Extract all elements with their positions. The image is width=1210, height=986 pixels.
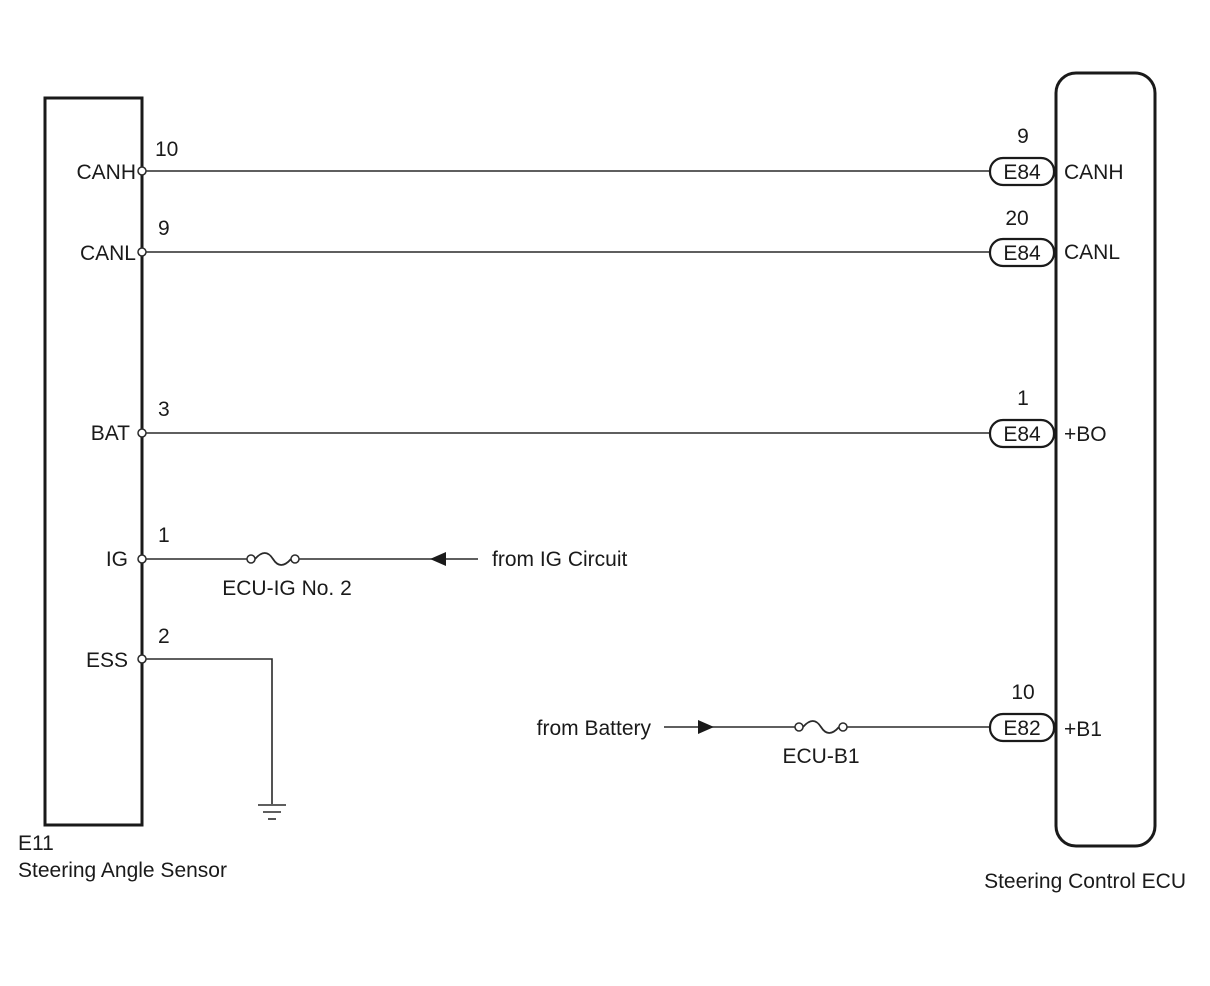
connector-badge-bo bbox=[988, 418, 1056, 449]
sensor-pin-label-canl: CANL bbox=[80, 242, 136, 265]
steering-control-ecu-box bbox=[1054, 71, 1157, 848]
sensor-pin-number-canh: 10 bbox=[155, 138, 178, 161]
sensor-terminal-canl bbox=[137, 247, 147, 257]
arrow-icon bbox=[430, 552, 446, 566]
fuse-label-ig: ECU-IG No. 2 bbox=[222, 577, 352, 600]
sensor-name-label: Steering Angle Sensor bbox=[18, 859, 227, 882]
sensor-pin-label-canh: CANH bbox=[76, 161, 136, 184]
connector-badge-b1 bbox=[988, 712, 1056, 743]
ecu-pin-number-canh: 9 bbox=[1017, 125, 1029, 148]
ecu-name-label: Steering Control ECU bbox=[984, 870, 1186, 893]
fuse-label-b1: ECU-B1 bbox=[782, 745, 859, 768]
ecu-pin-number-bo: 1 bbox=[1017, 387, 1029, 410]
ecu-pin-number-b1: 10 bbox=[1011, 681, 1034, 704]
arrow-icon bbox=[698, 720, 714, 734]
fuse-icon bbox=[794, 720, 848, 734]
connector-label-b1: E82 bbox=[1003, 717, 1040, 740]
ecu-pin-label-canl: CANL bbox=[1064, 241, 1120, 264]
ecu-pin-label-canh: CANH bbox=[1064, 161, 1124, 184]
connector-label-canl: E84 bbox=[1003, 242, 1041, 265]
ess-wire bbox=[146, 658, 273, 804]
source-label-ig: from IG Circuit bbox=[492, 548, 628, 571]
sensor-pin-number-bat: 3 bbox=[158, 398, 170, 421]
sensor-pin-label-ig: IG bbox=[106, 548, 128, 571]
source-label-battery: from Battery bbox=[537, 717, 652, 740]
sensor-pin-label-bat: BAT bbox=[91, 422, 130, 445]
sensor-pin-label-ess: ESS bbox=[86, 649, 128, 672]
sensor-pin-number-ess: 2 bbox=[158, 625, 170, 648]
ecu-pin-number-canl: 20 bbox=[1005, 207, 1028, 230]
fuse-icon bbox=[246, 552, 300, 566]
ecu-pin-label-b1: +B1 bbox=[1064, 718, 1102, 741]
connector-label-canh: E84 bbox=[1003, 161, 1041, 184]
steering-angle-sensor-box bbox=[43, 96, 144, 827]
sensor-terminal-ess bbox=[137, 654, 147, 664]
sensor-terminal-canh bbox=[137, 166, 147, 176]
connector-badge-canh bbox=[988, 156, 1056, 187]
ecu-pin-label-bo: +BO bbox=[1064, 423, 1107, 446]
ground-symbol-icon bbox=[258, 804, 286, 820]
sensor-pin-number-ig: 1 bbox=[158, 524, 170, 547]
connector-label-bo: E84 bbox=[1003, 423, 1041, 446]
sensor-pin-number-canl: 9 bbox=[158, 217, 170, 240]
connector-badge-canl bbox=[988, 237, 1056, 268]
sensor-id-label: E11 bbox=[18, 832, 54, 855]
sensor-terminal-ig bbox=[137, 554, 147, 564]
sensor-terminal-bat bbox=[137, 428, 147, 438]
